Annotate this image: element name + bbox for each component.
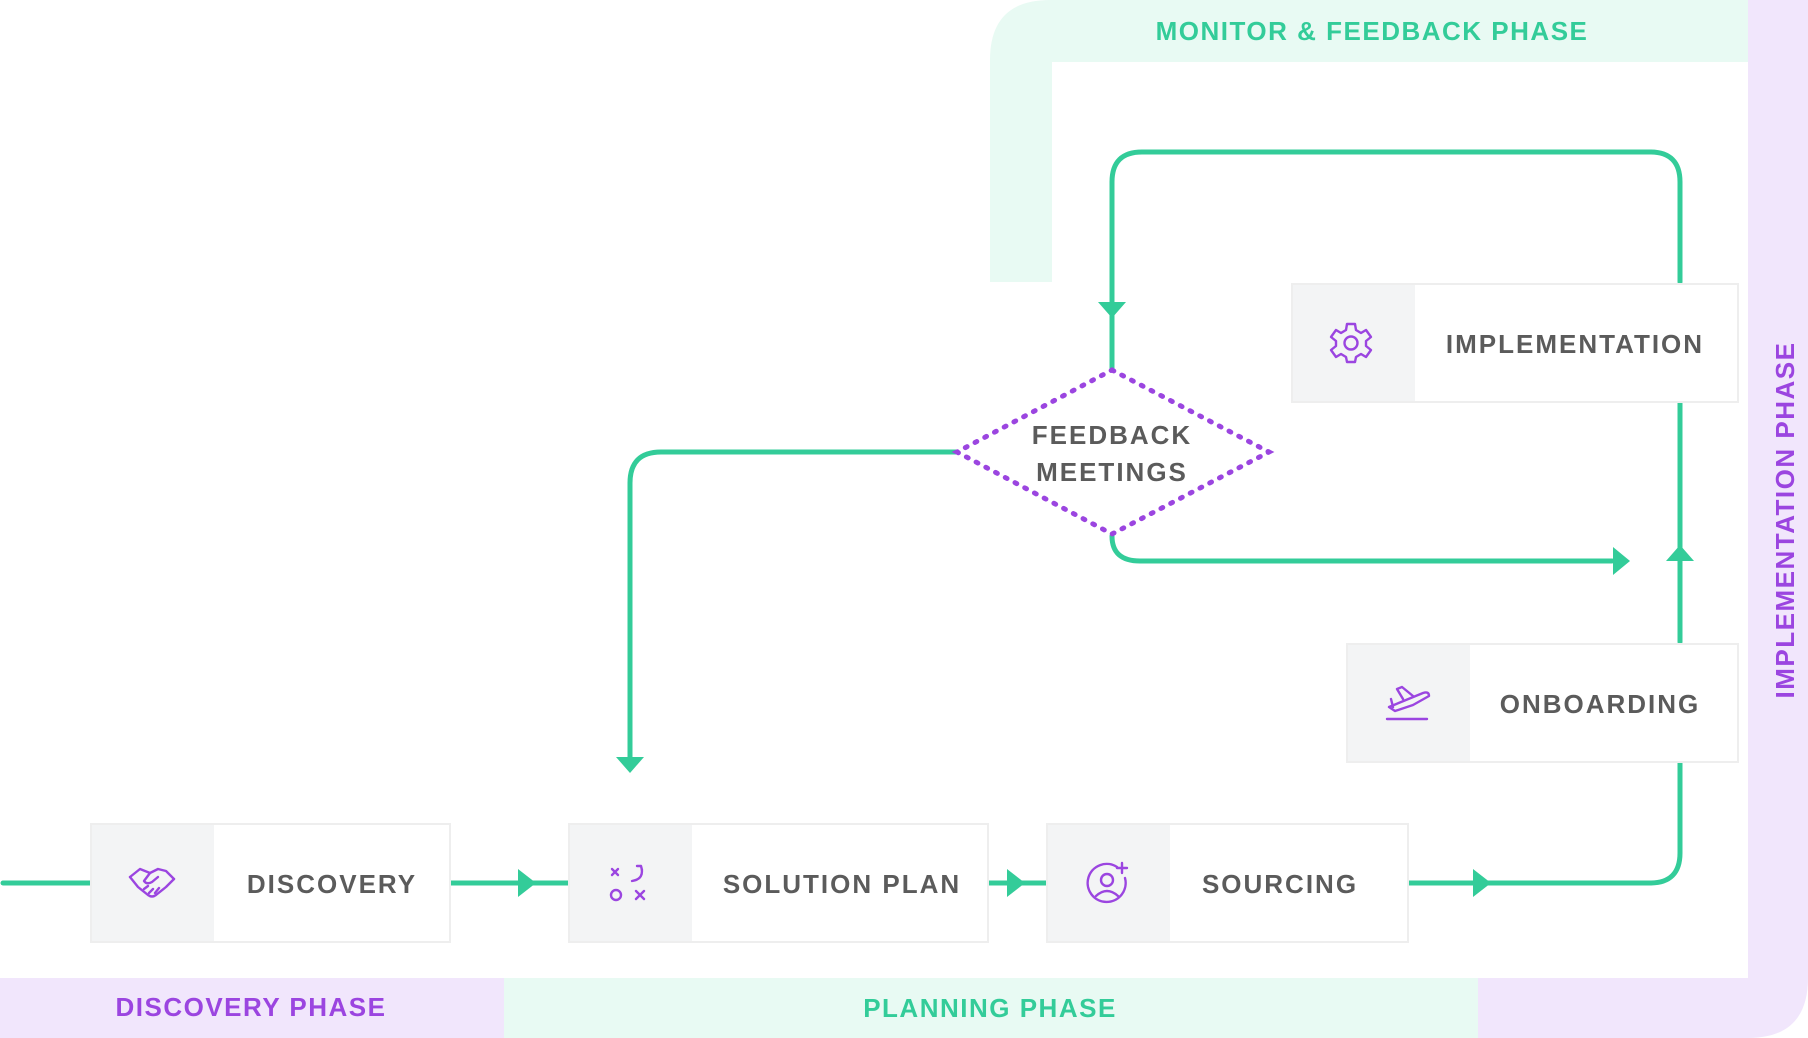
- feedback-meetings-decision: FEEDBACK MEETINGS: [951, 367, 1275, 537]
- node-onboarding-label: ONBOARDING: [1500, 689, 1701, 719]
- implementation-band: [1478, 0, 1808, 1038]
- airplane-takeoff-icon: [1385, 685, 1431, 721]
- flow-feedback-to-solution: [627, 449, 960, 763]
- planning-phase-label: PLANNING PHASE: [863, 993, 1117, 1023]
- discovery-band: [0, 978, 504, 1038]
- discovery-phase-label: DISCOVERY PHASE: [115, 992, 386, 1022]
- node-discovery: DISCOVERY: [90, 823, 451, 943]
- monitor-feedback-phase-label: MONITOR & FEEDBACK PHASE: [1156, 16, 1589, 46]
- arrowhead-to-feedback: [1098, 302, 1126, 318]
- arrowhead-sourcing-onboarding: [1473, 869, 1491, 897]
- node-solution-plan-label: SOLUTION PLAN: [723, 869, 961, 899]
- node-sourcing-icon-cell: [1048, 825, 1170, 941]
- decision-label-line1: FEEDBACK: [1032, 420, 1192, 450]
- planning-band: [504, 978, 1478, 1038]
- flow-lines: [0, 149, 1694, 897]
- flow-feedback-to-onboarding: [1109, 533, 1615, 564]
- arrowhead-to-implementation: [1666, 545, 1694, 561]
- gear-icon: [1329, 322, 1373, 364]
- arrowhead-to-onboarding-side: [1613, 547, 1630, 575]
- node-onboarding: ONBOARDING: [1346, 643, 1739, 763]
- implementation-phase-label: IMPLEMENTATION PHASE: [1770, 342, 1800, 699]
- arrowhead-to-solution-plan: [616, 757, 644, 773]
- node-onboarding-icon-cell: [1348, 645, 1470, 761]
- flow-sourcing-to-onboarding: [1405, 759, 1683, 886]
- arrowhead-solution-sourcing: [1007, 869, 1025, 897]
- monitor-feedback-band: [990, 0, 1748, 282]
- decision-label-line2: MEETINGS: [1036, 457, 1188, 487]
- node-implementation-label: IMPLEMENTATION: [1446, 329, 1704, 359]
- handshake-icon: [128, 867, 176, 898]
- node-sourcing-label: SOURCING: [1202, 869, 1358, 899]
- node-discovery-icon-cell: [92, 825, 214, 941]
- strategy-icon: [609, 864, 646, 902]
- node-solution-plan-icon-cell: [570, 825, 692, 941]
- add-user-icon: [1086, 861, 1129, 904]
- flow-implementation-to-feedback: [1109, 149, 1683, 371]
- node-sourcing: SOURCING: [1046, 823, 1409, 943]
- node-solution-plan: SOLUTION PLAN: [568, 823, 989, 943]
- node-discovery-label: DISCOVERY: [247, 869, 417, 899]
- arrowhead-discovery-solution: [518, 869, 536, 897]
- decision-diamond: [951, 367, 1275, 537]
- node-implementation: IMPLEMENTATION: [1291, 283, 1739, 403]
- node-implementation-icon-cell: [1293, 285, 1415, 401]
